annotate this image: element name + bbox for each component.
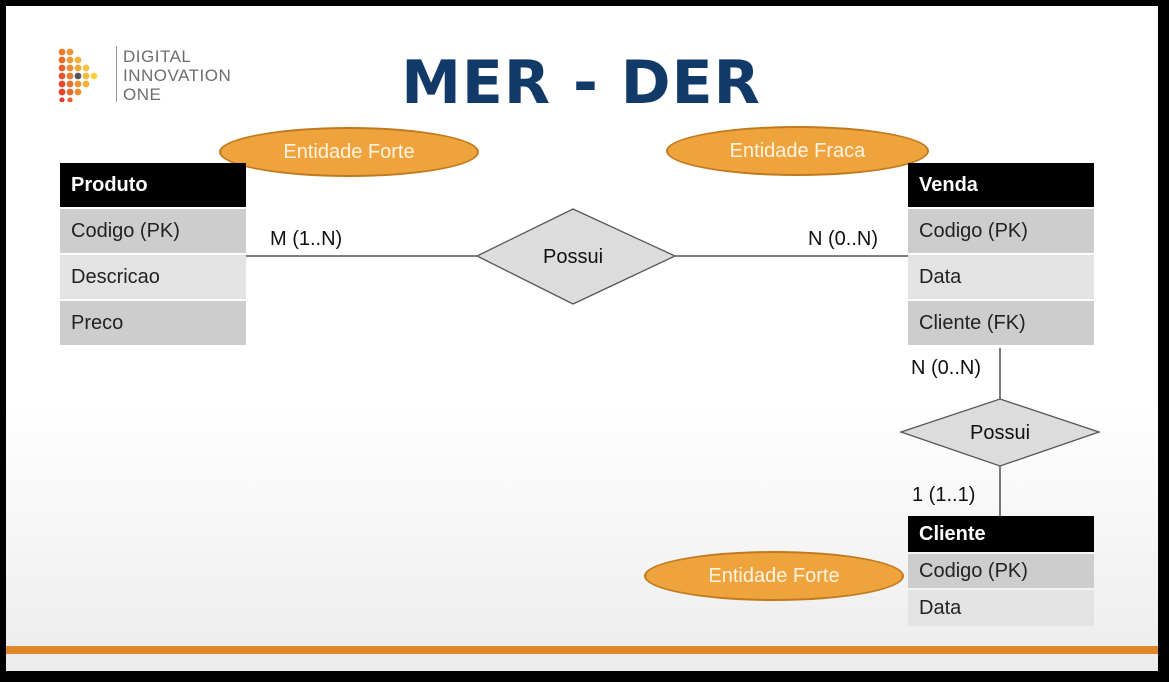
- entity-cliente: Cliente Codigo (PK) Data: [908, 516, 1094, 626]
- logo: DIGITAL INNOVATION ONE: [56, 46, 256, 110]
- entity-header-venda: Venda: [908, 163, 1094, 207]
- relationship-lines: [246, 208, 1102, 516]
- attribute-cliente-data: Data: [908, 590, 1094, 626]
- logo-text: DIGITAL INNOVATION ONE: [123, 47, 231, 104]
- ellipse-entidade-forte-cliente: Entidade Forte: [644, 551, 904, 601]
- ellipse-entidade-fraca-venda: Entidade Fraca: [666, 126, 929, 176]
- attribute-venda-cliente-fk: Cliente (FK): [908, 301, 1094, 345]
- entity-venda: Venda Codigo (PK) Data Cliente (FK): [908, 163, 1094, 345]
- logo-line-1: DIGITAL: [123, 47, 192, 66]
- cardinality-venda-bottom: N (0..N): [911, 357, 981, 379]
- relationship-diamond-produto-venda: [475, 208, 677, 305]
- logo-line-2: INNOVATION: [123, 66, 232, 85]
- attribute-venda-data: Data: [908, 255, 1094, 299]
- logo-line-3: ONE: [123, 85, 162, 104]
- entity-header-cliente: Cliente: [908, 516, 1094, 552]
- logo-divider: [116, 46, 117, 102]
- entity-produto: Produto Codigo (PK) Descricao Preco: [60, 163, 246, 345]
- cardinality-produto: M (1..N): [270, 228, 343, 250]
- cardinality-cliente: 1 (1..1): [912, 484, 976, 506]
- relationship-label-produto-venda: Possui: [542, 246, 604, 268]
- attribute-produto-codigo: Codigo (PK): [60, 209, 246, 253]
- relationship-diamond-venda-cliente: [898, 398, 1102, 467]
- cardinality-venda-left: N (0..N): [808, 228, 878, 250]
- entity-header-produto: Produto: [60, 163, 246, 207]
- ellipse-entidade-forte-produto: Entidade Forte: [219, 127, 479, 177]
- attribute-produto-preco: Preco: [60, 301, 246, 345]
- attribute-venda-codigo: Codigo (PK): [908, 209, 1094, 253]
- attribute-produto-descricao: Descricao: [60, 255, 246, 299]
- bottom-accent-bar: [6, 646, 1158, 654]
- relationship-label-venda-cliente: Possui: [969, 422, 1031, 444]
- slide: DIGITAL INNOVATION ONE MER - DER Possui …: [6, 6, 1158, 671]
- dotted-play-icon: [58, 48, 98, 102]
- attribute-cliente-codigo: Codigo (PK): [908, 554, 1094, 588]
- slide-title: MER - DER: [401, 48, 761, 118]
